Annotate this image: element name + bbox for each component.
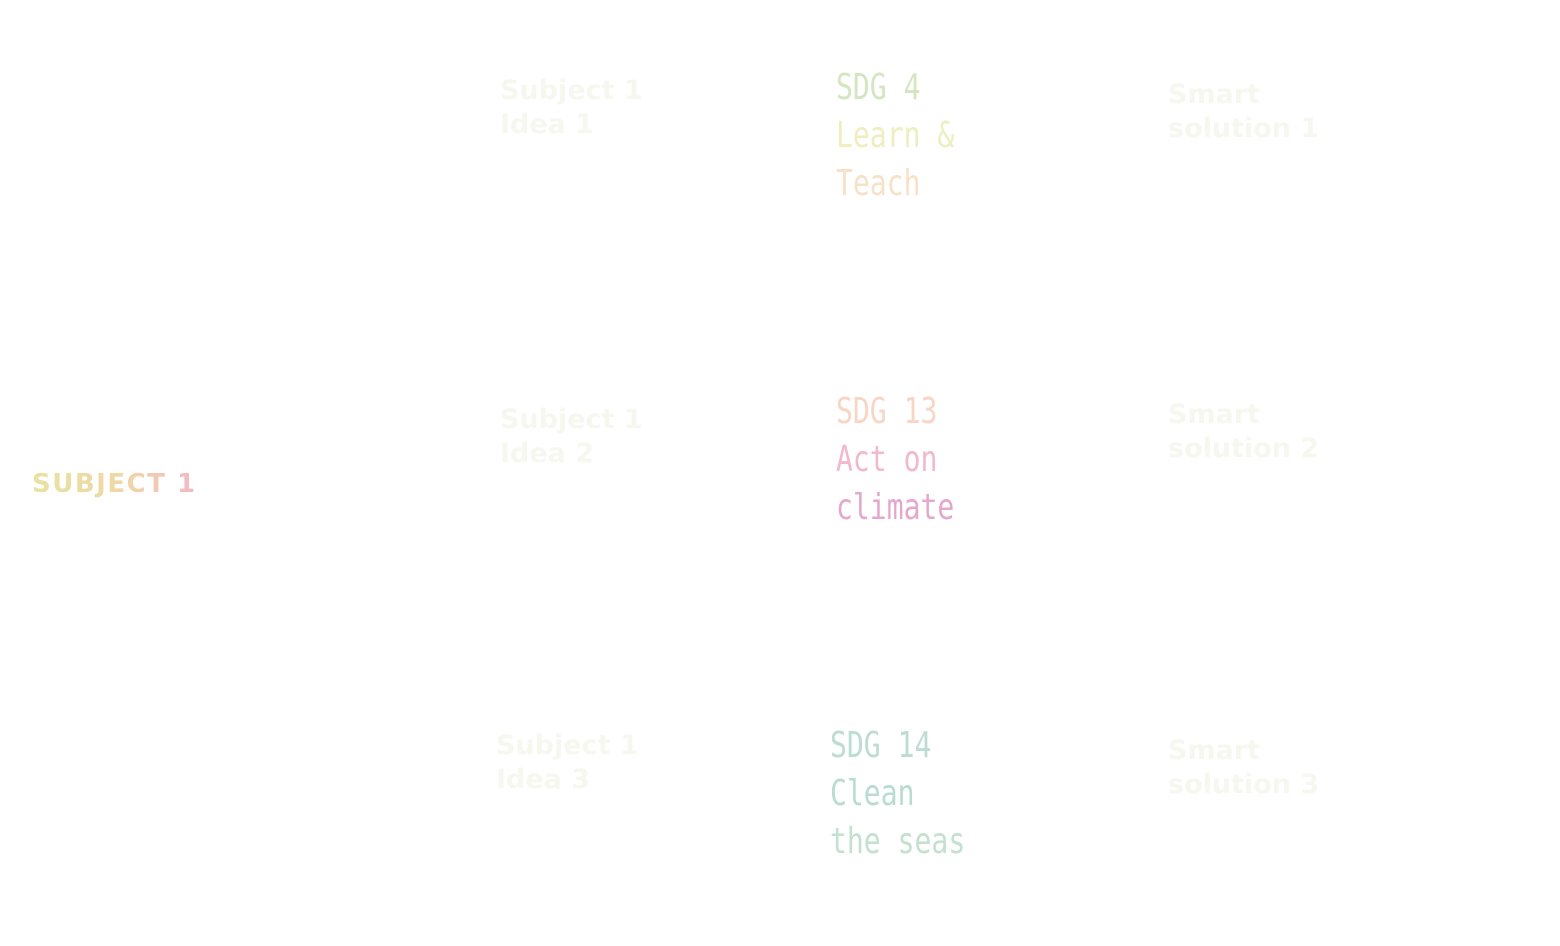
- sdg-14-line2: Clean: [830, 773, 915, 814]
- idea-1-line2: Idea 1: [500, 109, 595, 140]
- solution-3: Smart solution 3: [1168, 734, 1319, 802]
- idea-3-line2: Idea 3: [496, 764, 591, 795]
- idea-3-line1: Subject 1: [496, 730, 639, 761]
- idea-1: Subject 1 Idea 1: [500, 74, 643, 142]
- solution-3-line1: Smart: [1168, 735, 1261, 766]
- sdg-4-line2: Learn &: [836, 115, 955, 156]
- sdg-13-block: SDG 13 Act on climate: [836, 388, 954, 532]
- sdg-13-line3: climate: [836, 487, 955, 528]
- solution-1-line1: Smart: [1168, 79, 1261, 110]
- idea-3: Subject 1 Idea 3: [496, 729, 639, 797]
- idea-1-line1: Subject 1: [500, 75, 643, 106]
- solution-1-line2: solution 1: [1168, 113, 1320, 144]
- idea-2: Subject 1 Idea 2: [500, 403, 643, 471]
- idea-2-line1: Subject 1: [500, 404, 643, 435]
- solution-2-line2: solution 2: [1168, 433, 1320, 464]
- sdg-13-code: SDG 13: [836, 391, 938, 432]
- sdg-13-line2: Act on: [836, 439, 938, 480]
- solution-1: Smart solution 1: [1168, 78, 1319, 146]
- solution-2: Smart solution 2: [1168, 398, 1319, 466]
- solution-3-line2: solution 3: [1168, 769, 1320, 800]
- sdg-4-block: SDG 4 Learn & Teach: [836, 64, 954, 208]
- sdg-14-code: SDG 14: [830, 725, 932, 766]
- sdg-4-code: SDG 4: [836, 67, 921, 108]
- sdg-14-block: SDG 14 Clean the seas: [830, 722, 965, 866]
- sdg-4-line3: Teach: [836, 163, 921, 204]
- sdg-14-line3: the seas: [830, 821, 966, 862]
- idea-2-line2: Idea 2: [500, 438, 595, 469]
- solution-2-line1: Smart: [1168, 399, 1261, 430]
- subject-label: SUBJECT 1: [32, 469, 197, 499]
